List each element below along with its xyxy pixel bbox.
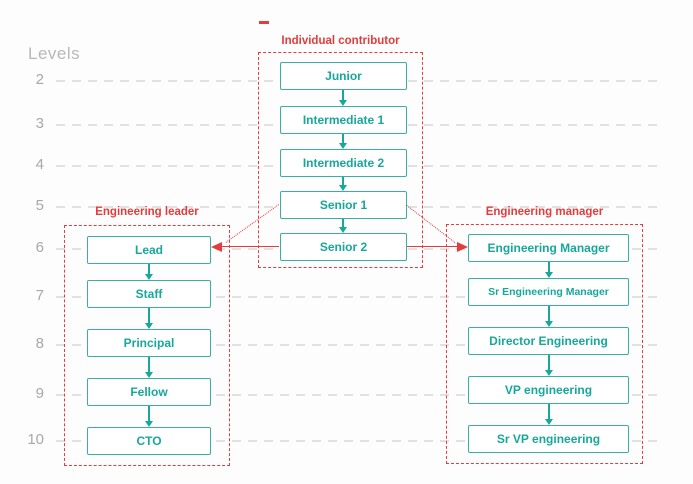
group-border-engineering-leader [64,225,230,466]
arrow-down-icon [144,308,153,329]
level-box-sr-engineering-manager: Sr Engineering Manager [468,278,629,306]
arrow-down-icon [338,134,347,149]
arrow-left-icon [211,242,222,252]
arrow-down-icon [544,355,553,376]
group-label-engineering-leader: Engineering leader [95,206,199,218]
level-box-senior-1: Senior 1 [280,191,407,219]
group-border-engineering-manager [446,224,643,464]
level-box-cto: CTO [87,427,211,455]
level-box-senior-2: Senior 2 [280,233,407,261]
transition-line-senior2-to-engineering-manager [407,246,458,247]
level-box-intermediate-2: Intermediate 2 [280,149,407,177]
level-box-vp-engineering: VP engineering [468,376,629,404]
grid-line-level-7 [56,296,664,298]
level-tick-2: 2 [35,71,44,88]
level-tick-8: 8 [35,335,44,352]
arrow-down-icon [338,90,347,106]
level-tick-5: 5 [35,197,44,214]
level-tick-4: 4 [35,156,44,173]
level-tick-6: 6 [35,239,44,256]
level-box-junior: Junior [280,62,407,90]
level-tick-10: 10 [27,431,44,448]
arrow-down-icon [544,262,553,278]
group-label-engineering-manager: Engineering manager [485,206,604,218]
level-tick-3: 3 [35,115,44,132]
arrow-down-icon [338,177,347,191]
level-box-engineering-manager: Engineering Manager [468,234,629,262]
level-box-lead: Lead [87,236,211,264]
level-box-staff: Staff [87,280,211,308]
arrow-down-icon [144,406,153,427]
grid-line-level-9 [56,394,664,396]
red-dash-mark [259,21,269,24]
group-label-individual-contributor: Individual contributor [281,35,400,47]
level-tick-9: 9 [35,385,44,402]
level-tick-7: 7 [35,287,44,304]
grid-line-level-10 [56,440,664,442]
level-box-fellow: Fellow [87,378,211,406]
arrow-right-icon [457,242,468,252]
level-box-intermediate-1: Intermediate 1 [280,106,407,134]
level-box-sr-vp-engineering: Sr VP engineering [468,425,629,453]
arrow-down-icon [144,264,153,280]
arrow-down-icon [338,219,347,233]
group-border-individual-contributor [258,52,423,268]
arrow-down-icon [544,404,553,425]
arrow-down-icon [544,306,553,327]
transition-line-senior2-to-lead [222,246,279,247]
level-box-principal: Principal [87,329,211,357]
arrow-down-icon [144,357,153,378]
level-box-director-engineering: Director Engineering [468,327,629,355]
axis-title: Levels [28,44,81,63]
grid-line-level-8 [56,344,664,346]
